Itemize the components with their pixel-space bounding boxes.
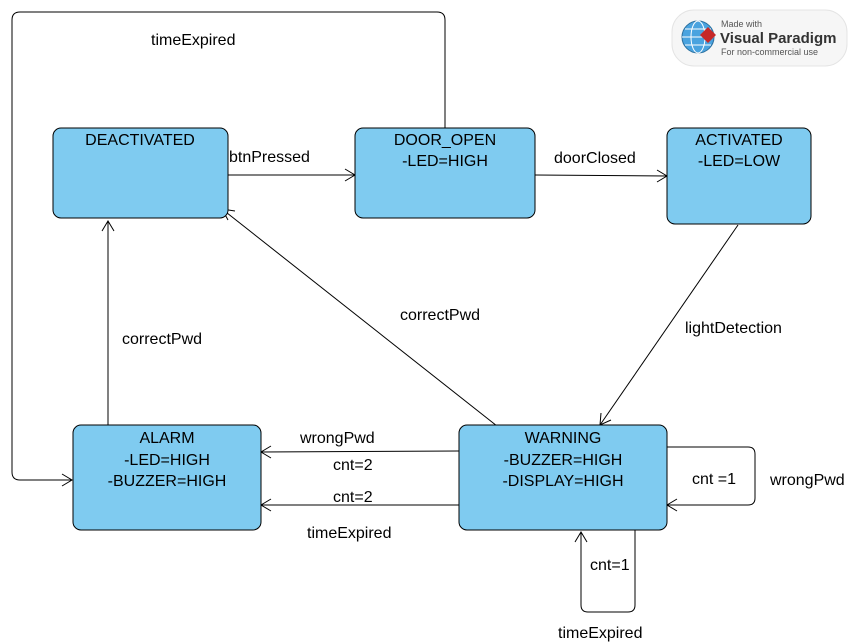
state-deactivated: DEACTIVATED: [52, 127, 229, 219]
edge-lightdetection: [599, 224, 739, 426]
label-timeexpired-to-alarm: timeExpired: [307, 525, 391, 542]
state-action: -BUZZER=HIGH: [504, 452, 623, 469]
label-btnpressed: btnPressed: [229, 149, 310, 166]
state-action: -LED=HIGH: [402, 153, 488, 170]
state-alarm: ALARM -LED=HIGH -BUZZER=HIGH: [72, 424, 262, 531]
edge-correctpwd-warning: [221, 208, 498, 427]
arrowhead: [61, 473, 73, 487]
watermark-made-with: Made with: [721, 19, 762, 29]
label-timeexpired-top: timeExpired: [151, 32, 235, 49]
diamond-logo-icon: [700, 27, 716, 43]
state-warning: WARNING -BUZZER=HIGH -DISPLAY=HIGH: [458, 424, 668, 531]
state-action: -BUZZER=HIGH: [108, 473, 227, 490]
edge-doorclosed: [534, 174, 668, 177]
edge-wrongpwd-to-alarm: [260, 450, 460, 453]
state-name: ALARM: [139, 430, 194, 447]
state-name: ACTIVATED: [695, 132, 782, 149]
label-cnt2-wrong: cnt=2: [333, 457, 373, 474]
state-name: WARNING: [525, 430, 602, 447]
label-lightdetection: lightDetection: [685, 320, 782, 337]
watermark-product: Visual Paradigm: [720, 30, 836, 47]
edge-self-timeexpired: [580, 530, 636, 613]
edge-timeexpired-door-to-alarm: [11, 11, 446, 481]
label-doorclosed: doorClosed: [554, 150, 636, 167]
label-cnt1-self-wrong: cnt =1: [692, 471, 736, 488]
state-door-open: DOOR_OPEN -LED=HIGH: [354, 127, 536, 219]
state-action: -DISPLAY=HIGH: [502, 473, 623, 490]
label-cnt2-time: cnt=2: [333, 489, 373, 506]
edge-self-wrongpwd: [667, 446, 756, 506]
visual-paradigm-watermark: Made with Visual Paradigm For non-commer…: [671, 9, 848, 67]
label-correctpwd-alarm: correctPwd: [122, 331, 202, 348]
label-cnt1-self-time: cnt=1: [590, 557, 630, 574]
arrowhead: [574, 531, 588, 543]
arrowhead: [101, 220, 115, 232]
state-activated: ACTIVATED -LED=LOW: [666, 127, 812, 225]
state-action: -LED=HIGH: [124, 452, 210, 469]
label-wrongpwd-to-alarm: wrongPwd: [299, 430, 375, 447]
watermark-note: For non-commercial use: [721, 47, 818, 57]
label-timeexpired-self: timeExpired: [558, 625, 642, 642]
state-name: DEACTIVATED: [85, 132, 195, 149]
state-action: -LED=LOW: [698, 153, 781, 170]
label-wrongpwd-self: wrongPwd: [769, 472, 845, 489]
state-name: DOOR_OPEN: [394, 132, 496, 149]
label-correctpwd-warning: correctPwd: [400, 307, 480, 324]
